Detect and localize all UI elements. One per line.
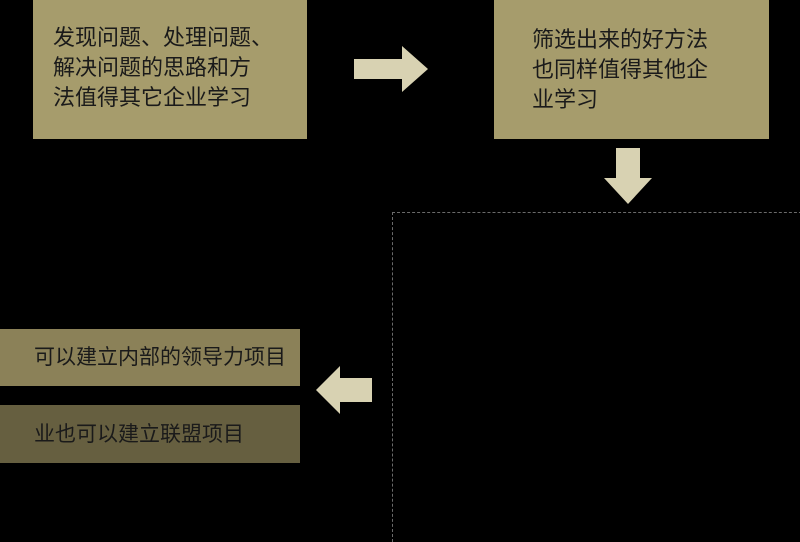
result-box-alliance: 业也可以建立联盟项目 <box>0 405 300 463</box>
step-box-discover: 发现问题、处理问题、 解决问题的思路和方 法值得其它企业学习 <box>33 0 307 139</box>
step-box-discover-line-1: 发现问题、处理问题、 <box>53 26 274 51</box>
arrow-down-icon <box>604 148 652 204</box>
result-box-leadership-label: 可以建立内部的领导力项目 <box>34 345 286 369</box>
step-box-discover-line-2: 解决问题的思路和方 <box>53 56 252 81</box>
step-box-filter-line-3: 业学习 <box>532 88 599 113</box>
dashed-region <box>392 212 800 542</box>
result-box-leadership: 可以建立内部的领导力项目 <box>0 329 300 386</box>
step-box-filter-line-1: 筛选出来的好方法 <box>532 28 709 53</box>
arrow-right-icon <box>354 46 428 92</box>
arrow-left-icon <box>316 366 372 414</box>
result-box-alliance-label: 业也可以建立联盟项目 <box>34 422 244 446</box>
step-box-discover-line-3: 法值得其它企业学习 <box>53 86 252 111</box>
step-box-filter: 筛选出来的好方法 也同样值得其他企 业学习 <box>494 0 769 139</box>
step-box-filter-line-2: 也同样值得其他企 <box>532 58 709 83</box>
